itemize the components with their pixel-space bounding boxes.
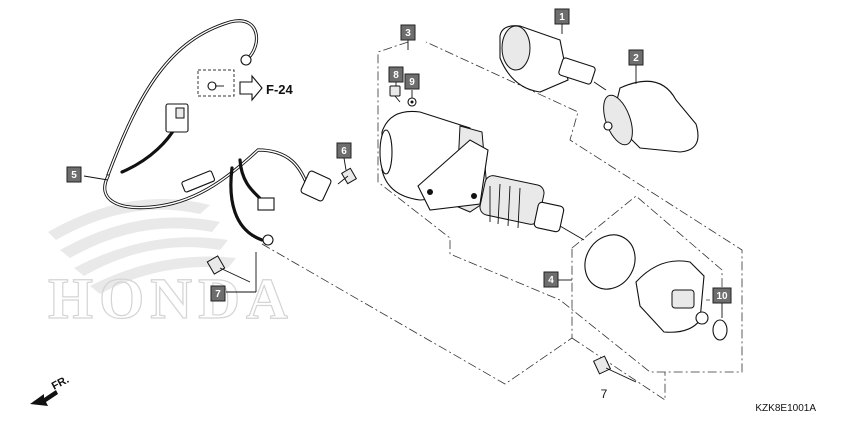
o-ring-4 [584,234,636,290]
callout-leaders [83,24,723,318]
wire-sleeve [181,170,216,193]
flange-bolt-7-lower [592,355,637,383]
direction-label: FR. [50,374,71,393]
figure-code: KZK8E1001A [755,403,816,414]
callout-4: 4 [543,271,559,288]
gear-cover-2 [603,80,699,153]
svg-text:5: 5 [71,170,77,181]
svg-text:1: 1 [559,12,565,23]
seal-ring-10 [712,319,728,341]
plain-callout-7: 7 [601,387,608,401]
svg-text:7: 7 [215,289,221,300]
terminal-boot [300,170,332,202]
callout-2: 2 [628,49,644,66]
callout-10: 10 [712,287,732,304]
starter-motor-body [379,110,489,213]
ring-terminal-top [240,54,252,66]
group-outline-4 [571,195,723,301]
flange-bolt-7-upper [206,255,251,283]
end-cover [635,260,709,333]
group-outline-3 [377,41,743,373]
connector-latch [175,107,185,119]
svg-text:4: 4 [548,275,554,286]
bolt-8 [389,85,401,103]
group-outline-lower [261,243,573,385]
starter-clutch-pinion-1 [499,25,607,93]
reference-label: F-24 [266,82,294,97]
callout-3: 3 [400,24,416,41]
wire-clip [257,197,275,211]
front-direction-indicator: FR. [30,374,71,406]
callout-8: 8 [388,66,404,83]
callout-6: 6 [336,142,352,159]
callout-7: 7 [210,285,226,302]
small-bolt-icon [207,81,224,91]
svg-text:10: 10 [716,291,728,302]
svg-text:3: 3 [405,28,411,39]
callout-1: 1 [554,8,570,25]
svg-text:6: 6 [341,146,347,157]
svg-text:8: 8 [393,70,399,81]
ring-terminal-lower [262,234,274,246]
direction-arrow-icon [30,390,58,406]
reference-f24: F-24 [197,69,294,102]
callout-9: 9 [404,73,420,90]
honda-watermark: HONDA [47,199,294,332]
watermark-brand: HONDA [48,266,294,331]
callout-5: 5 [66,166,82,183]
armature [479,175,585,241]
svg-text:9: 9 [409,77,415,88]
bolt-6 [337,167,358,185]
starter-cable-harness [103,19,332,246]
svg-text:2: 2 [633,53,639,64]
outline-arrow-icon [239,74,263,102]
